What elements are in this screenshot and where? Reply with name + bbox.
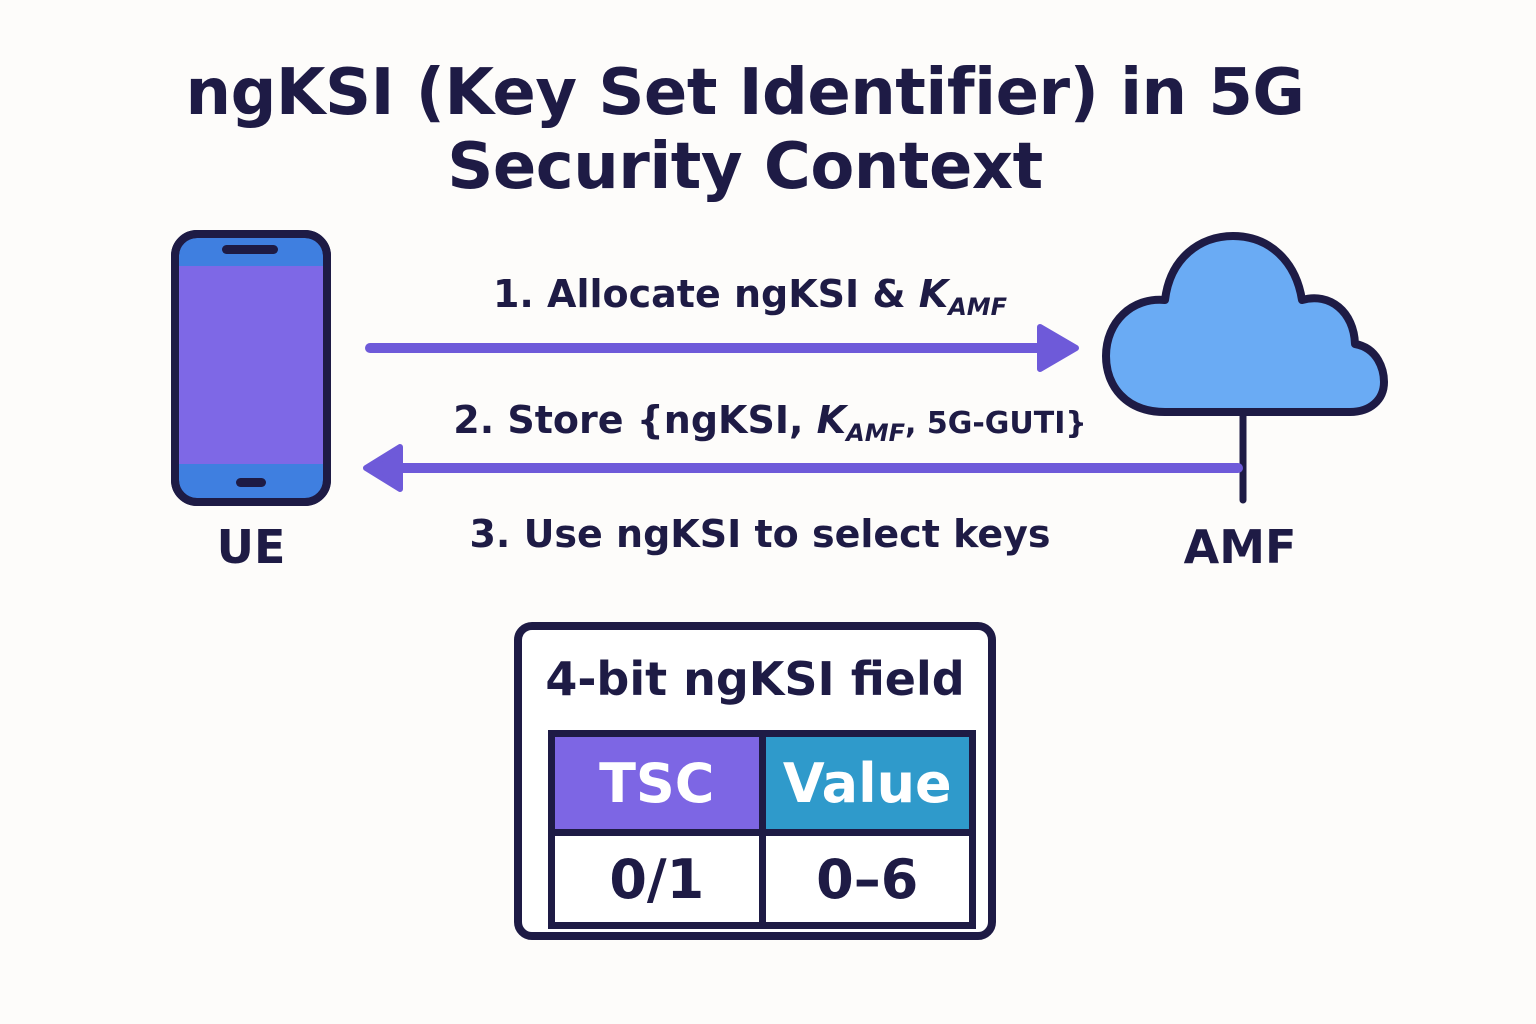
title-line-2: Security Context <box>447 130 1043 204</box>
amf-label: AMF <box>1183 520 1297 574</box>
tsc-value: 0/1 <box>548 829 766 929</box>
step-1-prefix: 1. Allocate ngKSI & <box>492 272 919 316</box>
smartphone-icon <box>171 230 331 506</box>
ngksi-field-box: 4-bit ngKSI field TSC Value 0/1 0–6 <box>514 622 996 940</box>
ue-label: UE <box>216 520 286 574</box>
value-range: 0–6 <box>758 829 976 929</box>
step-2-prefix: 2. Store {ngKSI, <box>453 398 817 442</box>
table-header-row: TSC Value <box>548 730 976 836</box>
ngksi-bit-table: TSC Value 0/1 0–6 <box>548 730 976 929</box>
step-2-key: K <box>816 398 847 442</box>
step-1-key: K <box>918 272 949 316</box>
arrow-amf-to-ue <box>363 444 1243 492</box>
step-1-key-sub: AMF <box>948 293 1008 321</box>
step-3-label: 3. Use ngKSI to select keys <box>469 512 1051 556</box>
step-2-label: 2. Store {ngKSI, KAMF, 5G-GUTI} <box>440 398 1100 447</box>
value-header: Value <box>758 730 976 836</box>
tsc-header: TSC <box>548 730 766 836</box>
title-line-1: ngKSI (Key Set Identifier) in 5G <box>185 56 1305 130</box>
step-1-label: 1. Allocate ngKSI & KAMF <box>440 272 1060 321</box>
step-2-key-sub: AMF <box>846 419 905 447</box>
step-2-suffix: , 5G-GUTI} <box>904 406 1087 441</box>
diagram-title: ngKSI (Key Set Identifier) in 5G Securit… <box>0 56 1490 204</box>
field-title: 4-bit ngKSI field <box>545 652 965 706</box>
cloud-icon <box>1102 232 1388 504</box>
arrow-ue-to-amf <box>365 324 1079 372</box>
table-row: 0/1 0–6 <box>548 829 976 929</box>
